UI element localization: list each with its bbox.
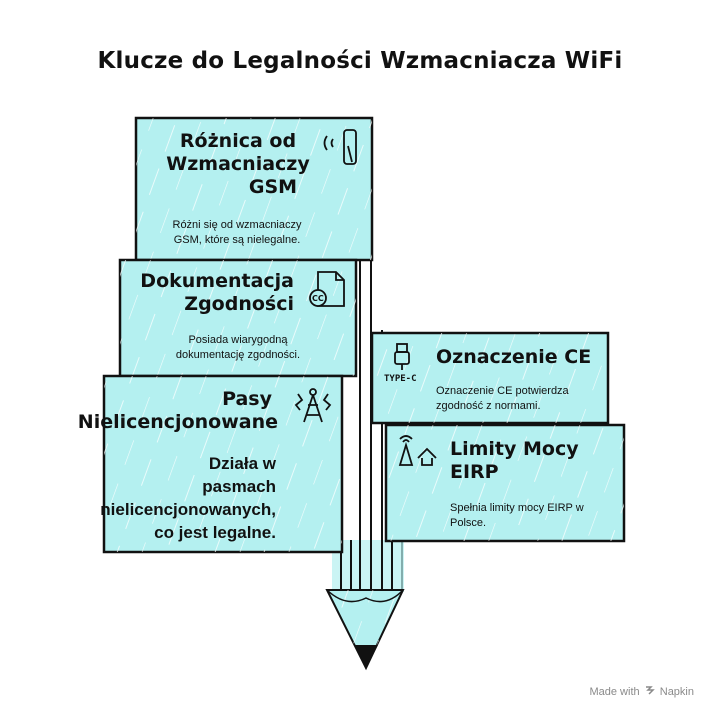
- cc-document-icon: CC: [309, 271, 345, 307]
- card-5-title-line: EIRP: [450, 461, 499, 483]
- card-1-title-line: GSM: [248, 176, 298, 198]
- card-4-body-line: Oznaczenie CE potwierdza: [436, 385, 569, 397]
- card-2-title: Dokumentacja Zgodności: [124, 270, 294, 316]
- card-gsm-difference: [134, 116, 374, 262]
- usb-type-c-icon: [394, 343, 410, 370]
- card-2-body: Posiada wiarygodną dokumentację zgodnośc…: [148, 333, 328, 363]
- card-3-title: Pasy Nielicencjonowane: [64, 388, 278, 434]
- card-5-title: Limity Mocy EIRP: [450, 438, 620, 484]
- card-1-title: Różnica od Wzmacniaczy GSM: [140, 130, 336, 199]
- card-5-title-line: Limity Mocy: [450, 438, 579, 460]
- card-1-body-line: GSM, które są nielegalne.: [173, 234, 301, 246]
- card-3-body-line: pasmach: [202, 477, 276, 496]
- card-4-body: Oznaczenie CE potwierdza zgodność z norm…: [436, 384, 606, 414]
- antenna-upload-icon: [398, 435, 437, 466]
- card-ce-marking: [370, 331, 610, 425]
- card-3-body: Działa w pasmach nielicencjonowanych, co…: [86, 452, 276, 544]
- pencil-tip: [325, 589, 405, 671]
- type-c-label: TYPE-C: [384, 374, 417, 384]
- card-2-title-line: Dokumentacja: [140, 270, 294, 292]
- card-2-body-line: dokumentację zgodności.: [175, 349, 301, 361]
- card-4-title: Oznaczenie CE: [436, 346, 606, 369]
- card-4-body-line: zgodność z normami.: [436, 400, 541, 412]
- made-with-footer: Made with Napkin: [589, 685, 694, 698]
- card-2-title-line: Zgodności: [184, 293, 294, 315]
- card-eirp-limits: [384, 423, 626, 543]
- antenna-tower-icon: [294, 388, 332, 423]
- diagram-title: Klucze do Legalności Wzmacniacza WiFi: [97, 48, 623, 74]
- svg-text:CC: CC: [312, 294, 324, 303]
- card-2-body-line: Posiada wiarygodną: [188, 334, 288, 346]
- card-3-body-line: co jest legalne.: [154, 523, 276, 542]
- napkin-logo-icon: [645, 685, 655, 698]
- card-3-body-line: Działa w: [208, 454, 276, 473]
- card-5-body-line: Spełnia limity mocy EIRP w: [450, 502, 584, 514]
- footer-made-with: Made with: [589, 686, 640, 698]
- signal-phone-icon: [323, 129, 357, 165]
- card-5-body-line: Polsce.: [450, 517, 487, 529]
- card-4-title-line: Oznaczenie CE: [436, 346, 592, 368]
- card-1-body: Różni się od wzmacniaczy GSM, które są n…: [150, 218, 324, 248]
- card-5-body: Spełnia limity mocy EIRP w Polsce.: [450, 501, 620, 531]
- card-3-title-line: Pasy: [222, 388, 272, 410]
- card-1-body-line: Różni się od wzmacniaczy: [172, 219, 302, 231]
- card-1-title-line: Wzmacniaczy: [166, 153, 310, 175]
- card-compliance-docs: [118, 258, 358, 378]
- card-unlicensed-bands: [102, 374, 344, 554]
- card-3-body-line: nielicencjonowanych,: [100, 500, 276, 519]
- card-1-title-line: Różnica od: [179, 130, 297, 152]
- footer-brand: Napkin: [659, 686, 694, 698]
- card-3-title-line: Nielicencjonowane: [77, 411, 278, 433]
